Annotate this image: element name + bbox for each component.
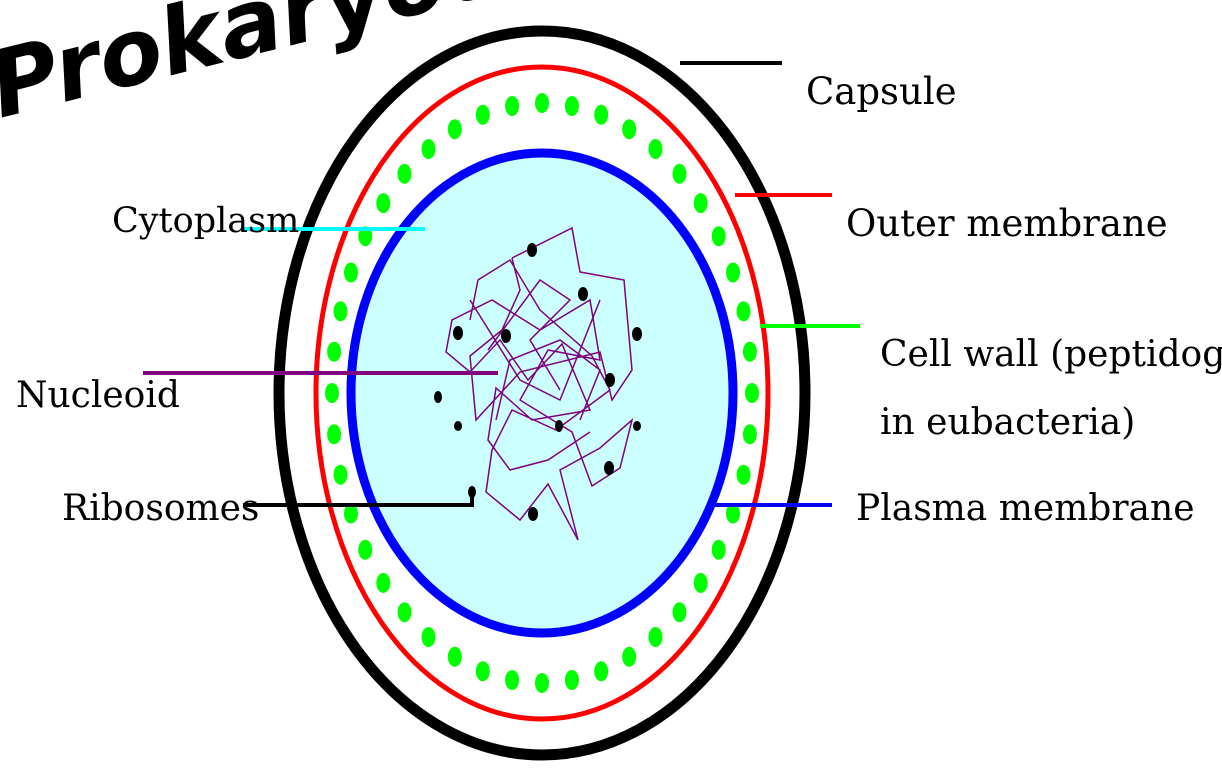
cell-wall-dot xyxy=(334,301,348,321)
label-outer-membrane: Outer membrane xyxy=(846,202,1168,245)
cell-wall-dot xyxy=(649,139,663,159)
cell-wall-dot xyxy=(448,119,462,139)
ribosome xyxy=(528,507,538,521)
cell-wall-dot xyxy=(565,670,579,690)
cell-wall-dot xyxy=(476,661,490,681)
cell-wall-dot xyxy=(325,383,339,403)
cell-wall-dot xyxy=(535,93,549,113)
cell-wall-dot xyxy=(694,573,708,593)
cell-wall-dot xyxy=(376,193,390,213)
cell-wall-dot xyxy=(398,164,412,184)
cytoplasm-fill xyxy=(351,153,733,633)
cell-wall-dot xyxy=(622,119,636,139)
cell-wall-dot xyxy=(422,627,436,647)
cell-wall-dot xyxy=(743,342,757,362)
label-cytoplasm: Cytoplasm xyxy=(112,201,299,241)
ribosome xyxy=(527,243,537,257)
ribosome xyxy=(633,421,641,431)
cell-wall-dot xyxy=(594,661,608,681)
ribosome xyxy=(604,461,614,475)
ribosome xyxy=(453,326,463,340)
cell-wall-dot xyxy=(535,673,549,693)
cell-wall-dot xyxy=(622,647,636,667)
cell-wall-dot xyxy=(737,301,751,321)
cell-wall-dot xyxy=(726,263,740,283)
label-plasma-membrane: Plasma membrane xyxy=(856,488,1195,529)
ribosome xyxy=(555,420,563,432)
cell-wall-dot xyxy=(344,263,358,283)
cell-wall-dot xyxy=(505,96,519,116)
cell-wall-dot xyxy=(712,540,726,560)
label-capsule: Capsule xyxy=(806,70,957,113)
label-cell-wall-line1: Cell wall (peptidoglycan xyxy=(880,334,1222,375)
ribosome xyxy=(605,373,615,387)
cell-wall-dot xyxy=(376,573,390,593)
label-nucleoid: Nucleoid xyxy=(16,375,180,416)
cell-wall-dot xyxy=(737,465,751,485)
ribosome xyxy=(454,421,462,431)
cell-wall-dot xyxy=(398,602,412,622)
ribosome xyxy=(501,329,511,343)
ribosome xyxy=(632,327,642,341)
cell-wall-dot xyxy=(649,627,663,647)
cell-wall-dot xyxy=(565,96,579,116)
cell-wall-dot xyxy=(712,226,726,246)
cell-wall-dot xyxy=(358,540,372,560)
cell-wall-dot xyxy=(476,105,490,125)
ribosome xyxy=(434,391,442,403)
label-ribosomes: Ribosomes xyxy=(62,488,259,529)
cell-wall-dot xyxy=(334,465,348,485)
cell-wall-dot xyxy=(673,164,687,184)
cell-wall-dot xyxy=(745,383,759,403)
cell-wall-dot xyxy=(673,602,687,622)
cell-wall-dot xyxy=(505,670,519,690)
cell-wall-dot xyxy=(694,193,708,213)
ribosome xyxy=(578,287,588,301)
cell-wall-dot xyxy=(327,424,341,444)
cell-wall-dot xyxy=(448,647,462,667)
cell-wall-dot xyxy=(422,139,436,159)
cell-wall-dot xyxy=(594,105,608,125)
cell-wall-dot xyxy=(743,424,757,444)
cell-wall-dot xyxy=(327,342,341,362)
label-cell-wall-line2: in eubacteria) xyxy=(880,402,1135,443)
